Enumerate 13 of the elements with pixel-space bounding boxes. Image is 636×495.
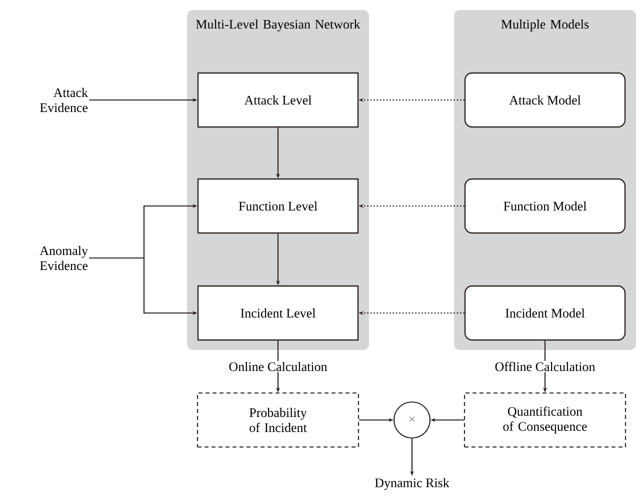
level-box: Attack Level <box>197 72 359 128</box>
model-box: Function Model <box>464 178 626 234</box>
model-box: Incident Model <box>464 285 626 341</box>
edge-label: Offline Calculation <box>494 360 596 372</box>
input-text: Anomaly Evidence <box>40 246 88 270</box>
level-box: Incident Level <box>197 285 359 341</box>
result-box: Probability of Incident <box>196 392 360 448</box>
result-box: Quantification of Consequence <box>464 392 626 448</box>
input-text: Dynamic Risk <box>375 478 450 490</box>
level-box: Function Level <box>197 178 359 234</box>
input-text: Attack Evidence <box>40 88 88 112</box>
model-box: Attack Model <box>464 72 626 128</box>
edge-label: Online Calculation <box>228 360 328 372</box>
